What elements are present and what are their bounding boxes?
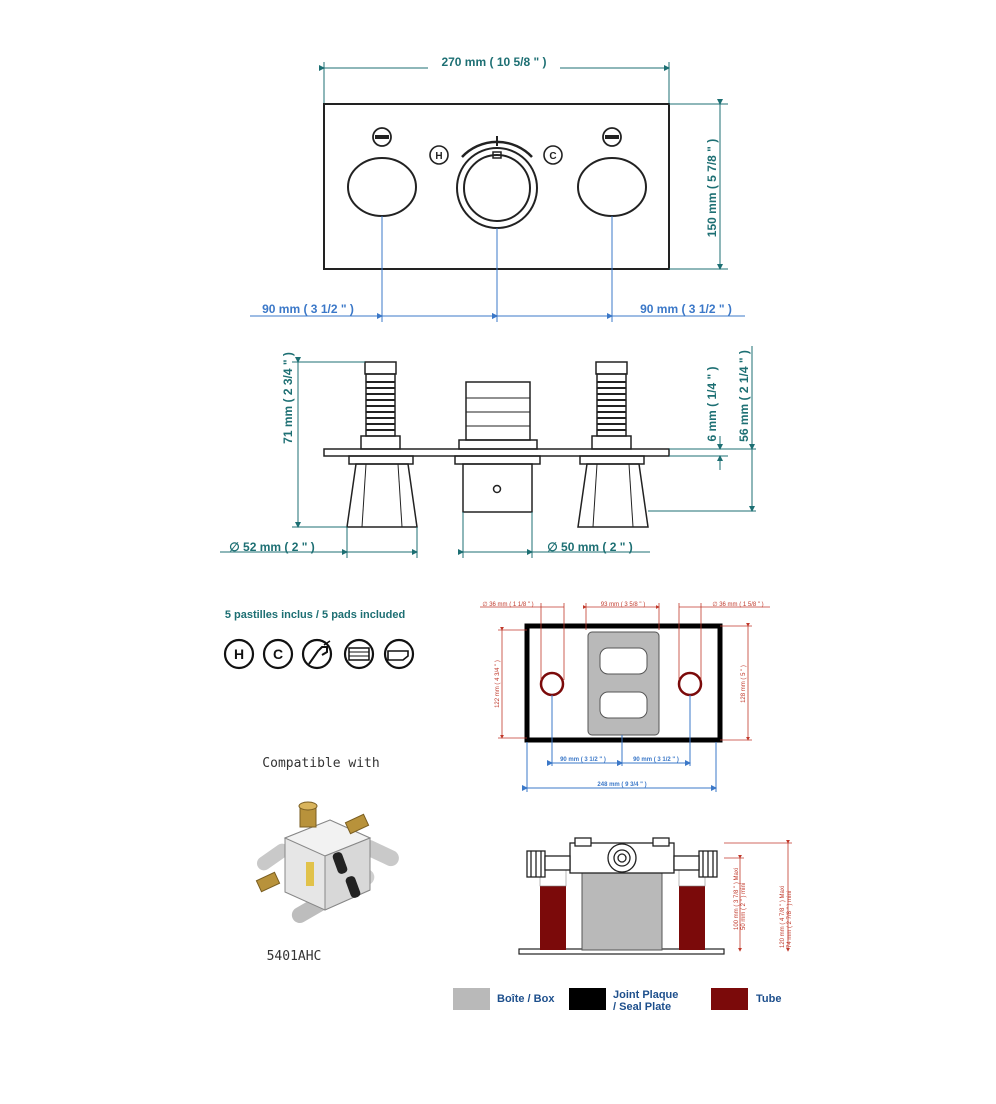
rough-valve-image (250, 800, 400, 925)
width-label: 270 mm ( 10 5/8 " ) (441, 55, 546, 69)
left-stem (360, 361, 401, 450)
rough-outer-label-1: 120 mm ( 4 7/8 " ) Maxi (780, 886, 786, 948)
right-tube-circle (677, 671, 703, 697)
rough-left-tube (540, 886, 566, 950)
right-diverter-knob (577, 157, 647, 217)
right-knob-indicator-icon (602, 127, 622, 147)
rough-inner-label-2: 50 mm ( 2 " ) mini (741, 883, 747, 930)
left-diameter-label: ∅ 52 mm ( 2 " ) (229, 540, 315, 554)
box-opening-bottom (599, 691, 648, 719)
pad-c-text: C (273, 646, 283, 662)
rough-right-tube (679, 886, 705, 950)
seal-plate-outline (524, 623, 723, 743)
pad-h-text: H (234, 646, 244, 662)
left-spacing-label: 90 mm ( 3 1/2 " ) (262, 302, 354, 316)
compatible-model: 5401AHC (267, 949, 322, 964)
legend-seal-plate-label-1: Joint Plaque (613, 989, 678, 1001)
showerhead-icon (343, 638, 375, 670)
center-diameter-label: ∅ 50 mm ( 2 " ) (547, 540, 633, 554)
compatible-section: Compatible with 5401AHC (250, 756, 400, 964)
left-sleeve (346, 463, 418, 528)
temperature-knob (463, 154, 531, 222)
side-view: 71 mm ( 2 3/4 " ) 6 mm ( 1/4 " ) 56 mm (… (220, 346, 756, 558)
legend: Boîte / Box Joint Plaque / Seal Plate Tu… (453, 988, 781, 1013)
right-spacing-label: 90 mm ( 3 1/2 " ) (640, 302, 732, 316)
left-tube-circle (539, 671, 565, 697)
cold-mark: C (549, 151, 556, 162)
tub-spout-icon (383, 638, 415, 670)
height-label: 150 mm ( 5 7/8 " ) (705, 139, 719, 237)
rough-overall-width-label: 248 mm ( 9 3/4 " ) (597, 782, 646, 788)
hot-mark: H (435, 151, 442, 162)
rough-left-height-label: 122 mm ( 4 3/4 " ) (495, 660, 501, 708)
rough-inner-label-1: 100 mm ( 3 7/8 " ) Maxi (734, 868, 740, 930)
right-sleeve (577, 463, 649, 528)
rough-spacing-left-label: 90 mm ( 3 1/2 " ) (560, 757, 606, 763)
right-stem (591, 361, 632, 450)
rough-top-view: ∅ 36 mm ( 1 1/8 " ) 93 mm ( 3 5/8 " ) ∅ … (480, 601, 770, 792)
legend-box-swatch (453, 988, 490, 1010)
front-view: 270 mm ( 10 5/8 " ) 150 mm ( 5 7/8 " ) H… (250, 55, 745, 322)
rough-right-height-label: 128 mm ( 5 " ) (741, 665, 747, 703)
rough-side-view: 100 mm ( 3 7/8 " ) Maxi 50 mm ( 2 " ) mi… (518, 837, 793, 955)
pads-title: 5 pastilles inclus / 5 pads included (225, 609, 405, 621)
left-diverter-knob (347, 157, 417, 217)
rough-left-diam-label: ∅ 36 mm ( 1 1/8 " ) (482, 601, 533, 608)
hot-mark-icon (429, 145, 449, 165)
center-cartridge (462, 463, 533, 513)
total-height-label: 71 mm ( 2 3/4 " ) (281, 352, 295, 444)
legend-tube-swatch (711, 988, 748, 1010)
cold-icon: C (262, 638, 294, 670)
left-knob-indicator-icon (372, 127, 392, 147)
rough-spacing-right-label: 90 mm ( 3 1/2 " ) (633, 757, 679, 763)
box-opening-top (599, 647, 648, 675)
rough-side-valve-body (526, 837, 718, 878)
rough-center-spacing-label: 93 mm ( 3 5/8 " ) (601, 602, 645, 608)
legend-tube-label: Tube (756, 993, 781, 1005)
box-outline (587, 631, 660, 736)
cold-mark-icon (543, 145, 563, 165)
plate-thickness-label: 6 mm ( 1/4 " ) (705, 366, 719, 441)
depth-label: 56 mm ( 2 1/4 " ) (737, 350, 751, 442)
rough-right-diam-label: ∅ 36 mm ( 1 5/8 " ) (712, 601, 763, 608)
hot-icon: H (223, 638, 255, 670)
compatible-label: Compatible with (262, 756, 379, 771)
hand-shower-icon (301, 638, 333, 670)
legend-seal-plate-label-2: / Seal Plate (613, 1001, 671, 1013)
temperature-knob-outer-ring (456, 147, 538, 229)
legend-box-label: Boîte / Box (497, 993, 555, 1005)
side-plate (323, 448, 670, 457)
center-knob-profile (458, 381, 538, 450)
legend-seal-plate-swatch (569, 988, 606, 1010)
pads-section: 5 pastilles inclus / 5 pads included H C (223, 609, 415, 670)
rough-outer-label-2: 74 mm ( 2 7/8 " ) mini (787, 891, 793, 948)
